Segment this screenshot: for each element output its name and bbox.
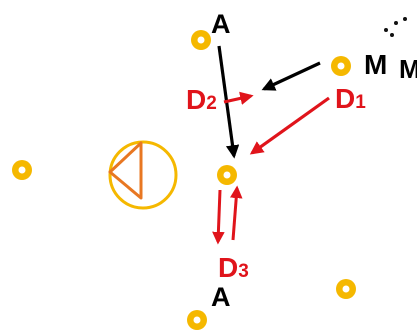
- label-m-edge: M: [399, 54, 417, 84]
- arrow-d3-down: [212, 189, 225, 245]
- dot-cluster-icon: [384, 17, 407, 37]
- node-center: [217, 165, 237, 185]
- arrow-d1-red: [249, 96, 330, 155]
- label-a-bottom: A: [211, 282, 231, 312]
- node-a-top: [191, 30, 211, 50]
- label-d1: D1: [335, 83, 366, 114]
- node-a-bottom: [187, 310, 207, 330]
- node-left: [12, 160, 32, 180]
- circle-with-triangle-icon: [108, 140, 178, 210]
- arrow-d2-red: [223, 91, 254, 105]
- arrow-d3-up: [229, 185, 243, 241]
- label-d3: D3: [218, 252, 249, 283]
- label-m: M: [364, 49, 387, 80]
- node-m: [331, 56, 351, 76]
- label-a-top: A: [211, 9, 231, 39]
- label-d2: D2: [186, 84, 217, 115]
- arrow-m-to-d2: [261, 61, 321, 91]
- node-bottom-right: [336, 279, 356, 299]
